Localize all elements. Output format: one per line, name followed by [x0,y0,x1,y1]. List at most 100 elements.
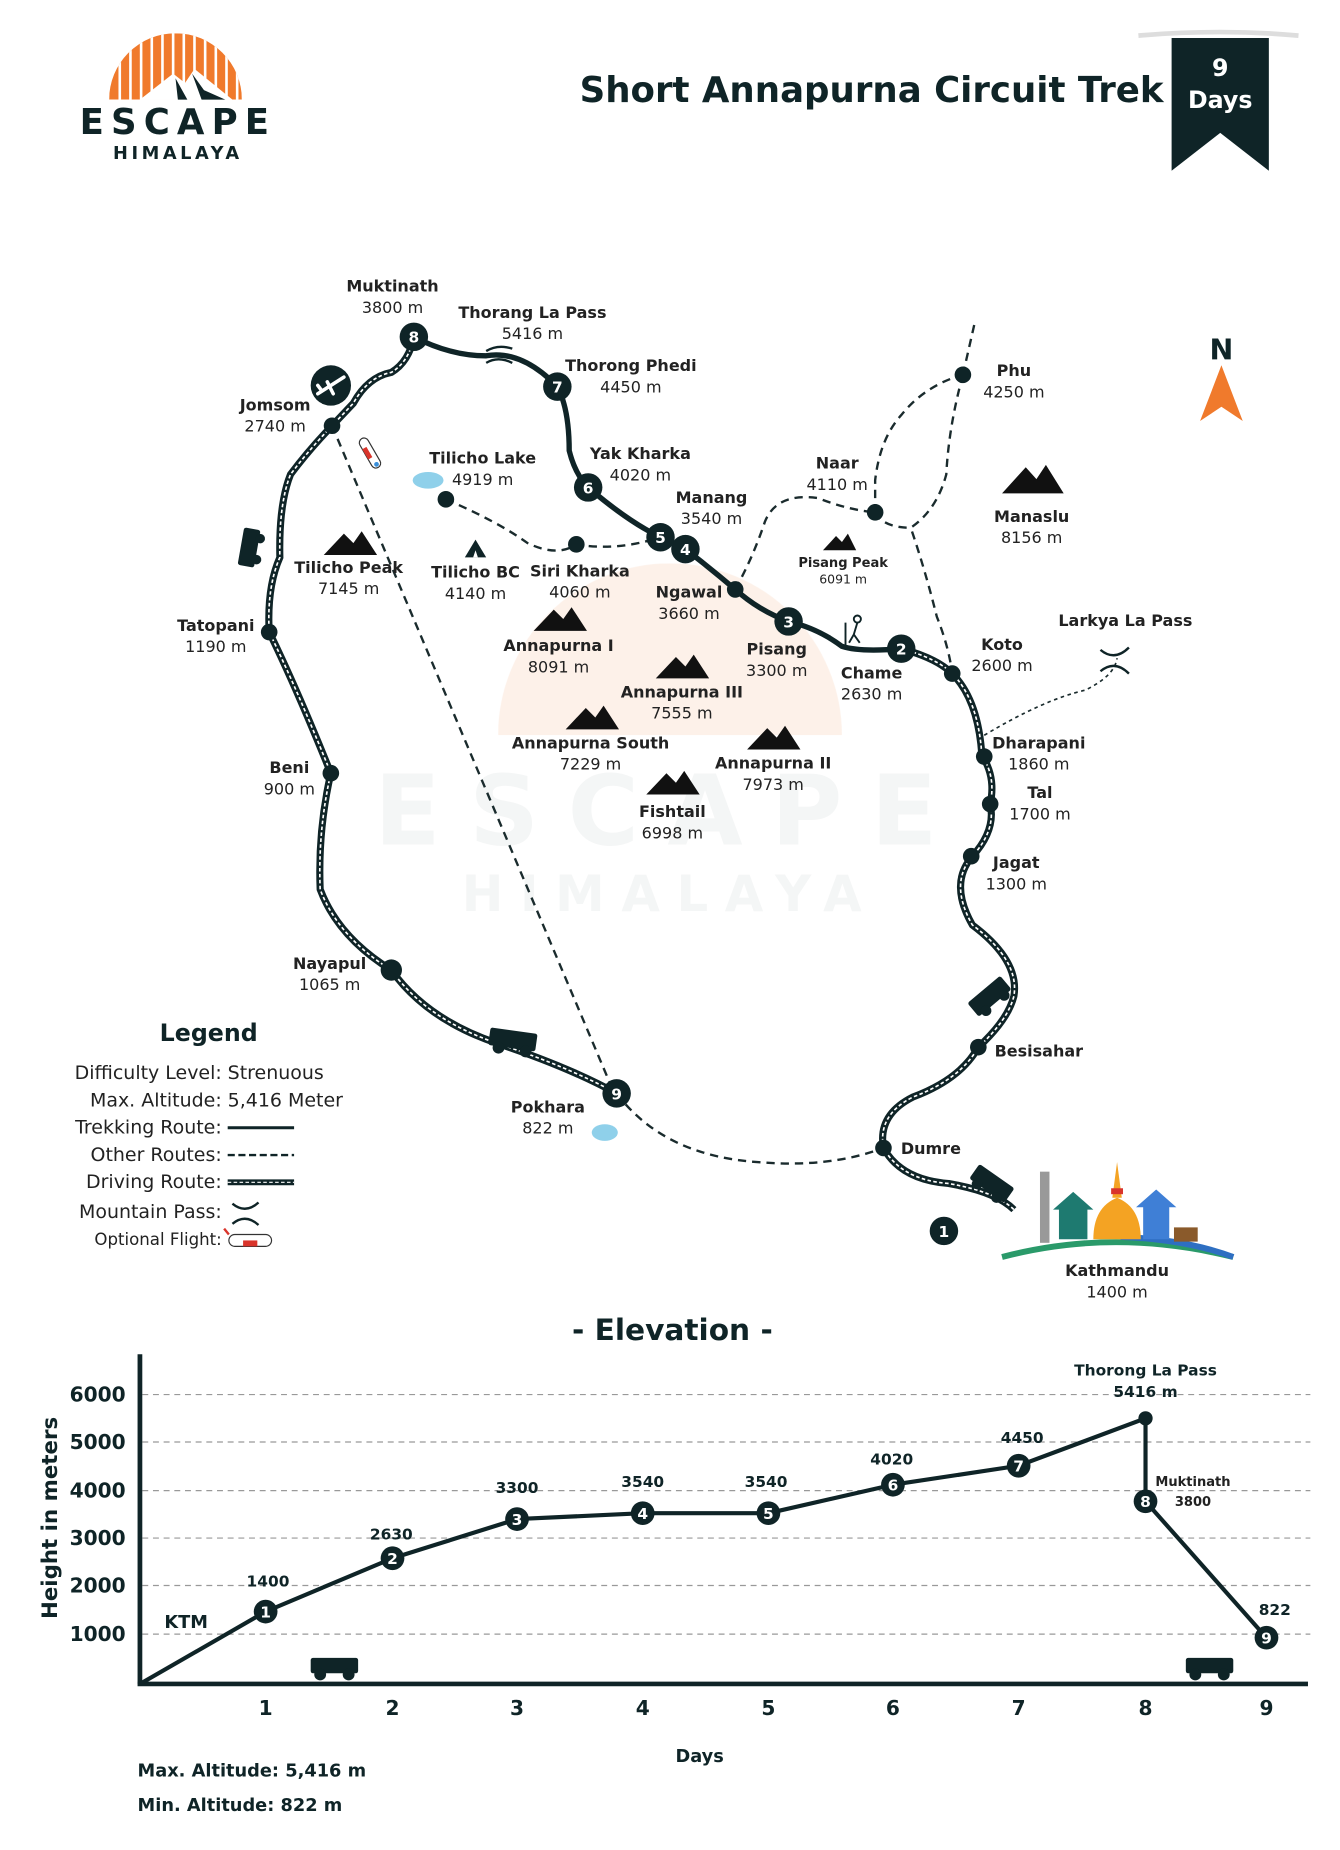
svg-text:7: 7 [1013,1458,1024,1476]
lake-icon [412,472,618,1141]
min-altitude-stat: Min. Altitude: 822 m [138,1795,343,1816]
svg-text:2740 m: 2740 m [244,417,305,436]
svg-text:6998 m: 6998 m [642,823,703,842]
kathmandu-skyline-icon [1001,1162,1235,1260]
svg-text:Thorang La Pass: Thorang La Pass [458,303,606,322]
airport-icon [310,365,352,406]
svg-text:2630: 2630 [370,1525,413,1543]
jeep-icon [1185,1657,1234,1681]
svg-text:Annapurna II: Annapurna II [715,753,831,772]
svg-text:7973 m: 7973 m [742,775,803,794]
y-axis-label: Height in meters [38,1417,63,1619]
optional-flight-icon [223,1227,273,1247]
jeep-icon [488,1027,538,1058]
svg-text:Dumre: Dumre [901,1139,961,1158]
day-marker-6: 6 [573,473,603,502]
svg-text:1400 m: 1400 m [1086,1282,1147,1301]
svg-text:7: 7 [552,379,563,397]
svg-text:9: 9 [1259,1696,1273,1720]
svg-text:7229 m: 7229 m [560,755,621,774]
svg-text:Nayapul: Nayapul [293,954,366,973]
svg-text:3660 m: 3660 m [658,604,719,623]
svg-text:1: 1 [939,1223,950,1241]
svg-text:5416 m: 5416 m [1113,1383,1177,1401]
svg-text:3: 3 [510,1696,524,1720]
svg-text:5416 m: 5416 m [502,324,563,343]
svg-text:2: 2 [386,1696,400,1720]
svg-text:Koto: Koto [981,635,1023,654]
north-compass-icon: N [1200,333,1243,422]
legend-title: Legend [160,1019,258,1047]
svg-text:6: 6 [886,1696,900,1720]
svg-text:Pisang: Pisang [747,640,807,659]
day-marker-1: 1 [929,1216,959,1246]
svg-text:8156 m: 8156 m [1001,528,1062,547]
svg-text:Larkya La Pass: Larkya La Pass [1058,611,1192,630]
mountain-icon [646,770,700,795]
svg-text:4140 m: 4140 m [445,584,506,603]
svg-text:5: 5 [655,529,666,547]
svg-text:4250 m: 4250 m [983,382,1044,401]
svg-text:1000: 1000 [70,1622,126,1646]
svg-text:Yak Kharka: Yak Kharka [589,444,691,463]
svg-text:4: 4 [637,1505,648,1523]
svg-text:822: 822 [1259,1601,1291,1619]
tent-icon [464,539,487,558]
svg-text:8091 m: 8091 m [528,657,589,676]
mountain-pass-icon [231,1201,260,1226]
waypoint-dots [260,366,999,1157]
svg-text:2600 m: 2600 m [971,656,1032,675]
svg-text:6091 m: 6091 m [819,571,867,586]
svg-text:2: 2 [896,641,907,659]
day-marker-2: 2 [887,634,916,663]
jeep-icon [968,976,1011,1017]
day-marker-3: 3 [774,607,803,636]
svg-text:Naar: Naar [816,453,859,472]
svg-text:KTM: KTM [164,1612,208,1633]
svg-text:Mountain Pass:: Mountain Pass: [79,1201,222,1223]
svg-text:5: 5 [761,1696,775,1720]
elevation-points: 1 2 3 4 5 6 7 8 9 [253,1453,1279,1650]
svg-text:3540: 3540 [621,1473,664,1491]
day-marker-8: 8 [399,322,429,352]
day-marker-4: 4 [671,534,700,564]
day-marker-9: 9 [602,1079,631,1108]
svg-text:5: 5 [763,1505,774,1523]
svg-text:4060 m: 4060 m [549,583,610,602]
svg-text:Pokhara: Pokhara [511,1097,585,1116]
svg-text:Siri Kharka: Siri Kharka [530,561,630,580]
svg-text:1190 m: 1190 m [185,637,246,656]
mountain-icon [533,607,587,631]
svg-text:7145 m: 7145 m [318,579,379,598]
svg-text:2630 m: 2630 m [841,685,902,704]
svg-text:3300 m: 3300 m [746,661,807,680]
elevation-value-labels: 1400 2630 3300 3540 3540 4020 4450 822 T… [164,1362,1290,1634]
x-axis-label: Days [675,1746,723,1767]
svg-text:1700 m: 1700 m [1009,804,1070,823]
svg-text:7555 m: 7555 m [651,704,712,723]
mountain-peaks [323,464,1064,795]
svg-text:4919 m: 4919 m [452,470,513,489]
svg-text:Pisang Peak: Pisang Peak [798,556,888,571]
svg-text:Tilicho Lake: Tilicho Lake [429,449,536,468]
svg-text:Besisahar: Besisahar [995,1042,1084,1061]
trekking-route [411,334,904,653]
page-title: Short Annapurna Circuit Trek [580,70,1165,111]
larkya-route [983,658,1118,736]
mountain-icon [822,533,857,551]
ribbon-unit: Days [1188,86,1253,114]
svg-text:3: 3 [783,613,794,631]
brand-name: ESCAPE [80,102,277,143]
svg-text:6000: 6000 [70,1383,126,1407]
elevation-line [138,1416,1269,1686]
svg-text:N: N [1210,333,1234,366]
svg-text:5000: 5000 [70,1430,126,1454]
svg-text:Trekking Route:: Trekking Route: [74,1117,222,1139]
gridlines [142,1394,1311,1635]
svg-text:3540: 3540 [745,1473,788,1491]
elevation-jeep-icons [310,1657,1234,1681]
svg-text:Manang: Manang [676,488,748,507]
svg-text:Thorong Phedi: Thorong Phedi [565,356,697,375]
svg-text:4: 4 [680,541,691,559]
